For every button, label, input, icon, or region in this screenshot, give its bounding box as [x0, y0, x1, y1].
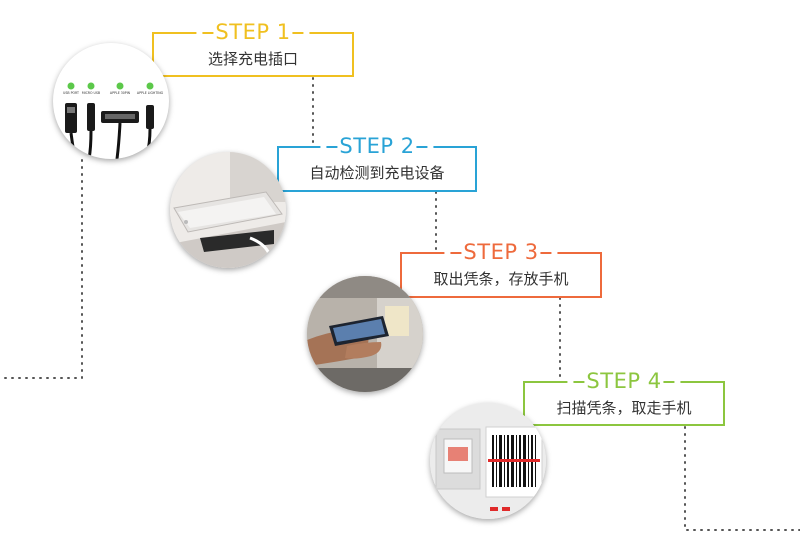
step-2-title: STEP 2 [320, 133, 434, 159]
connector-start [0, 159, 83, 379]
step-4-desc: 扫描凭条，取走手机 [556, 399, 692, 417]
step-4-title: STEP 4 [567, 368, 681, 394]
barcode-scanner-photo [430, 403, 546, 519]
cable-label-1: USB PORT [63, 91, 79, 95]
charging-cables-photo: USB PORT MICRO USB APPLE 30PIN APPLE LIG… [53, 43, 169, 159]
hand-taking-phone-photo [307, 276, 423, 392]
step-2-desc: 自动检测到充电设备 [309, 164, 445, 182]
cable-label-3: APPLE 30PIN [110, 91, 131, 95]
connector-end [684, 419, 800, 531]
step-4-box: STEP 4 扫描凭条，取走手机 [523, 368, 725, 426]
step-3-title: STEP 3 [444, 239, 558, 265]
step-3-box: STEP 3 取出凭条，存放手机 [400, 239, 602, 298]
step-1-desc: 选择充电插口 [207, 50, 298, 68]
step-3-desc: 取出凭条，存放手机 [433, 270, 569, 288]
step-2-box: STEP 2 自动检测到充电设备 [277, 133, 477, 192]
cable-label-4: APPLE LIGHTING [137, 91, 164, 95]
step-1-box: STEP 1 选择充电插口 [152, 19, 354, 77]
cable-label-2: MICRO USB [82, 91, 100, 95]
step-1-title: STEP 1 [196, 19, 310, 45]
phone-on-dock-photo [170, 152, 286, 268]
